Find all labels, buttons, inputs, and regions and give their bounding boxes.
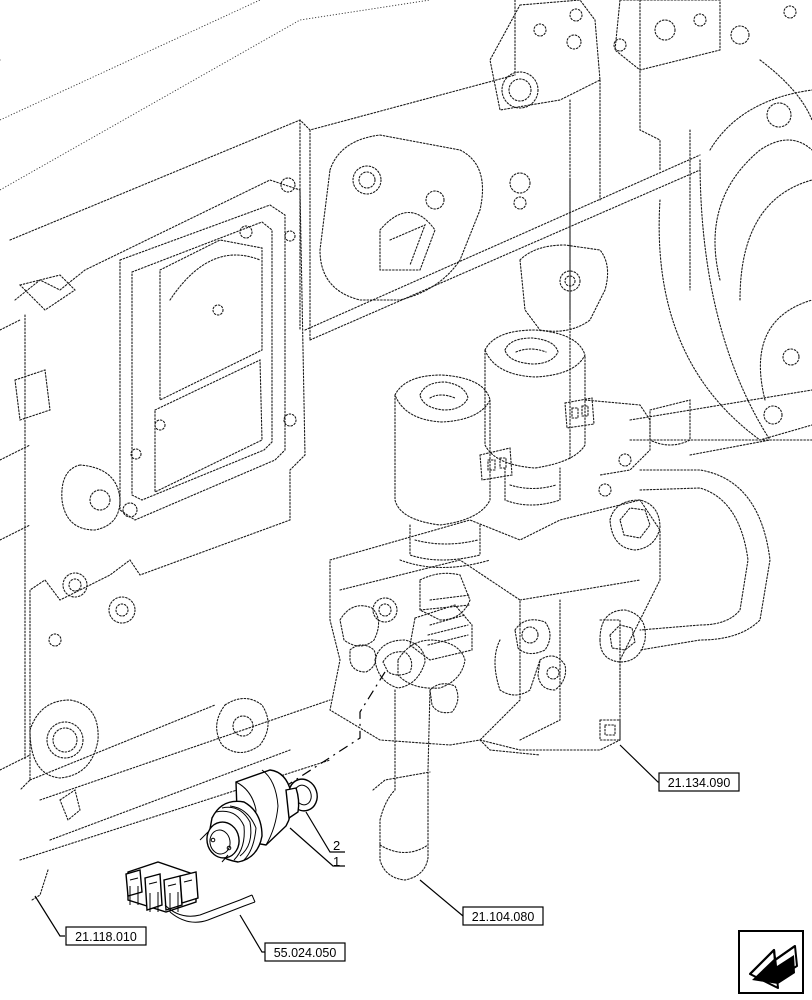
pressure-switch-part [199, 769, 300, 863]
transmission-housing-outline [0, 0, 812, 901]
leader-lines [34, 744, 662, 953]
reference-label: 21.134.090 [668, 776, 731, 790]
callout-item-1: 1 [333, 854, 340, 869]
reference-link-55-024-050[interactable]: 55.024.050 [264, 942, 346, 962]
wiring-connector [125, 861, 256, 923]
assembly-axis-line [279, 671, 386, 791]
callout-item-2: 2 [333, 838, 340, 853]
reference-link-21-118-010[interactable]: 21.118.010 [65, 926, 147, 946]
reference-link-21-134-090[interactable]: 21.134.090 [658, 772, 740, 792]
reference-label: 21.104.080 [472, 910, 535, 924]
back-arrow-icon[interactable] [738, 930, 804, 994]
reference-label: 21.118.010 [75, 930, 137, 944]
reference-link-21-104-080[interactable]: 21.104.080 [462, 906, 544, 926]
reference-label: 55.024.050 [274, 946, 337, 960]
